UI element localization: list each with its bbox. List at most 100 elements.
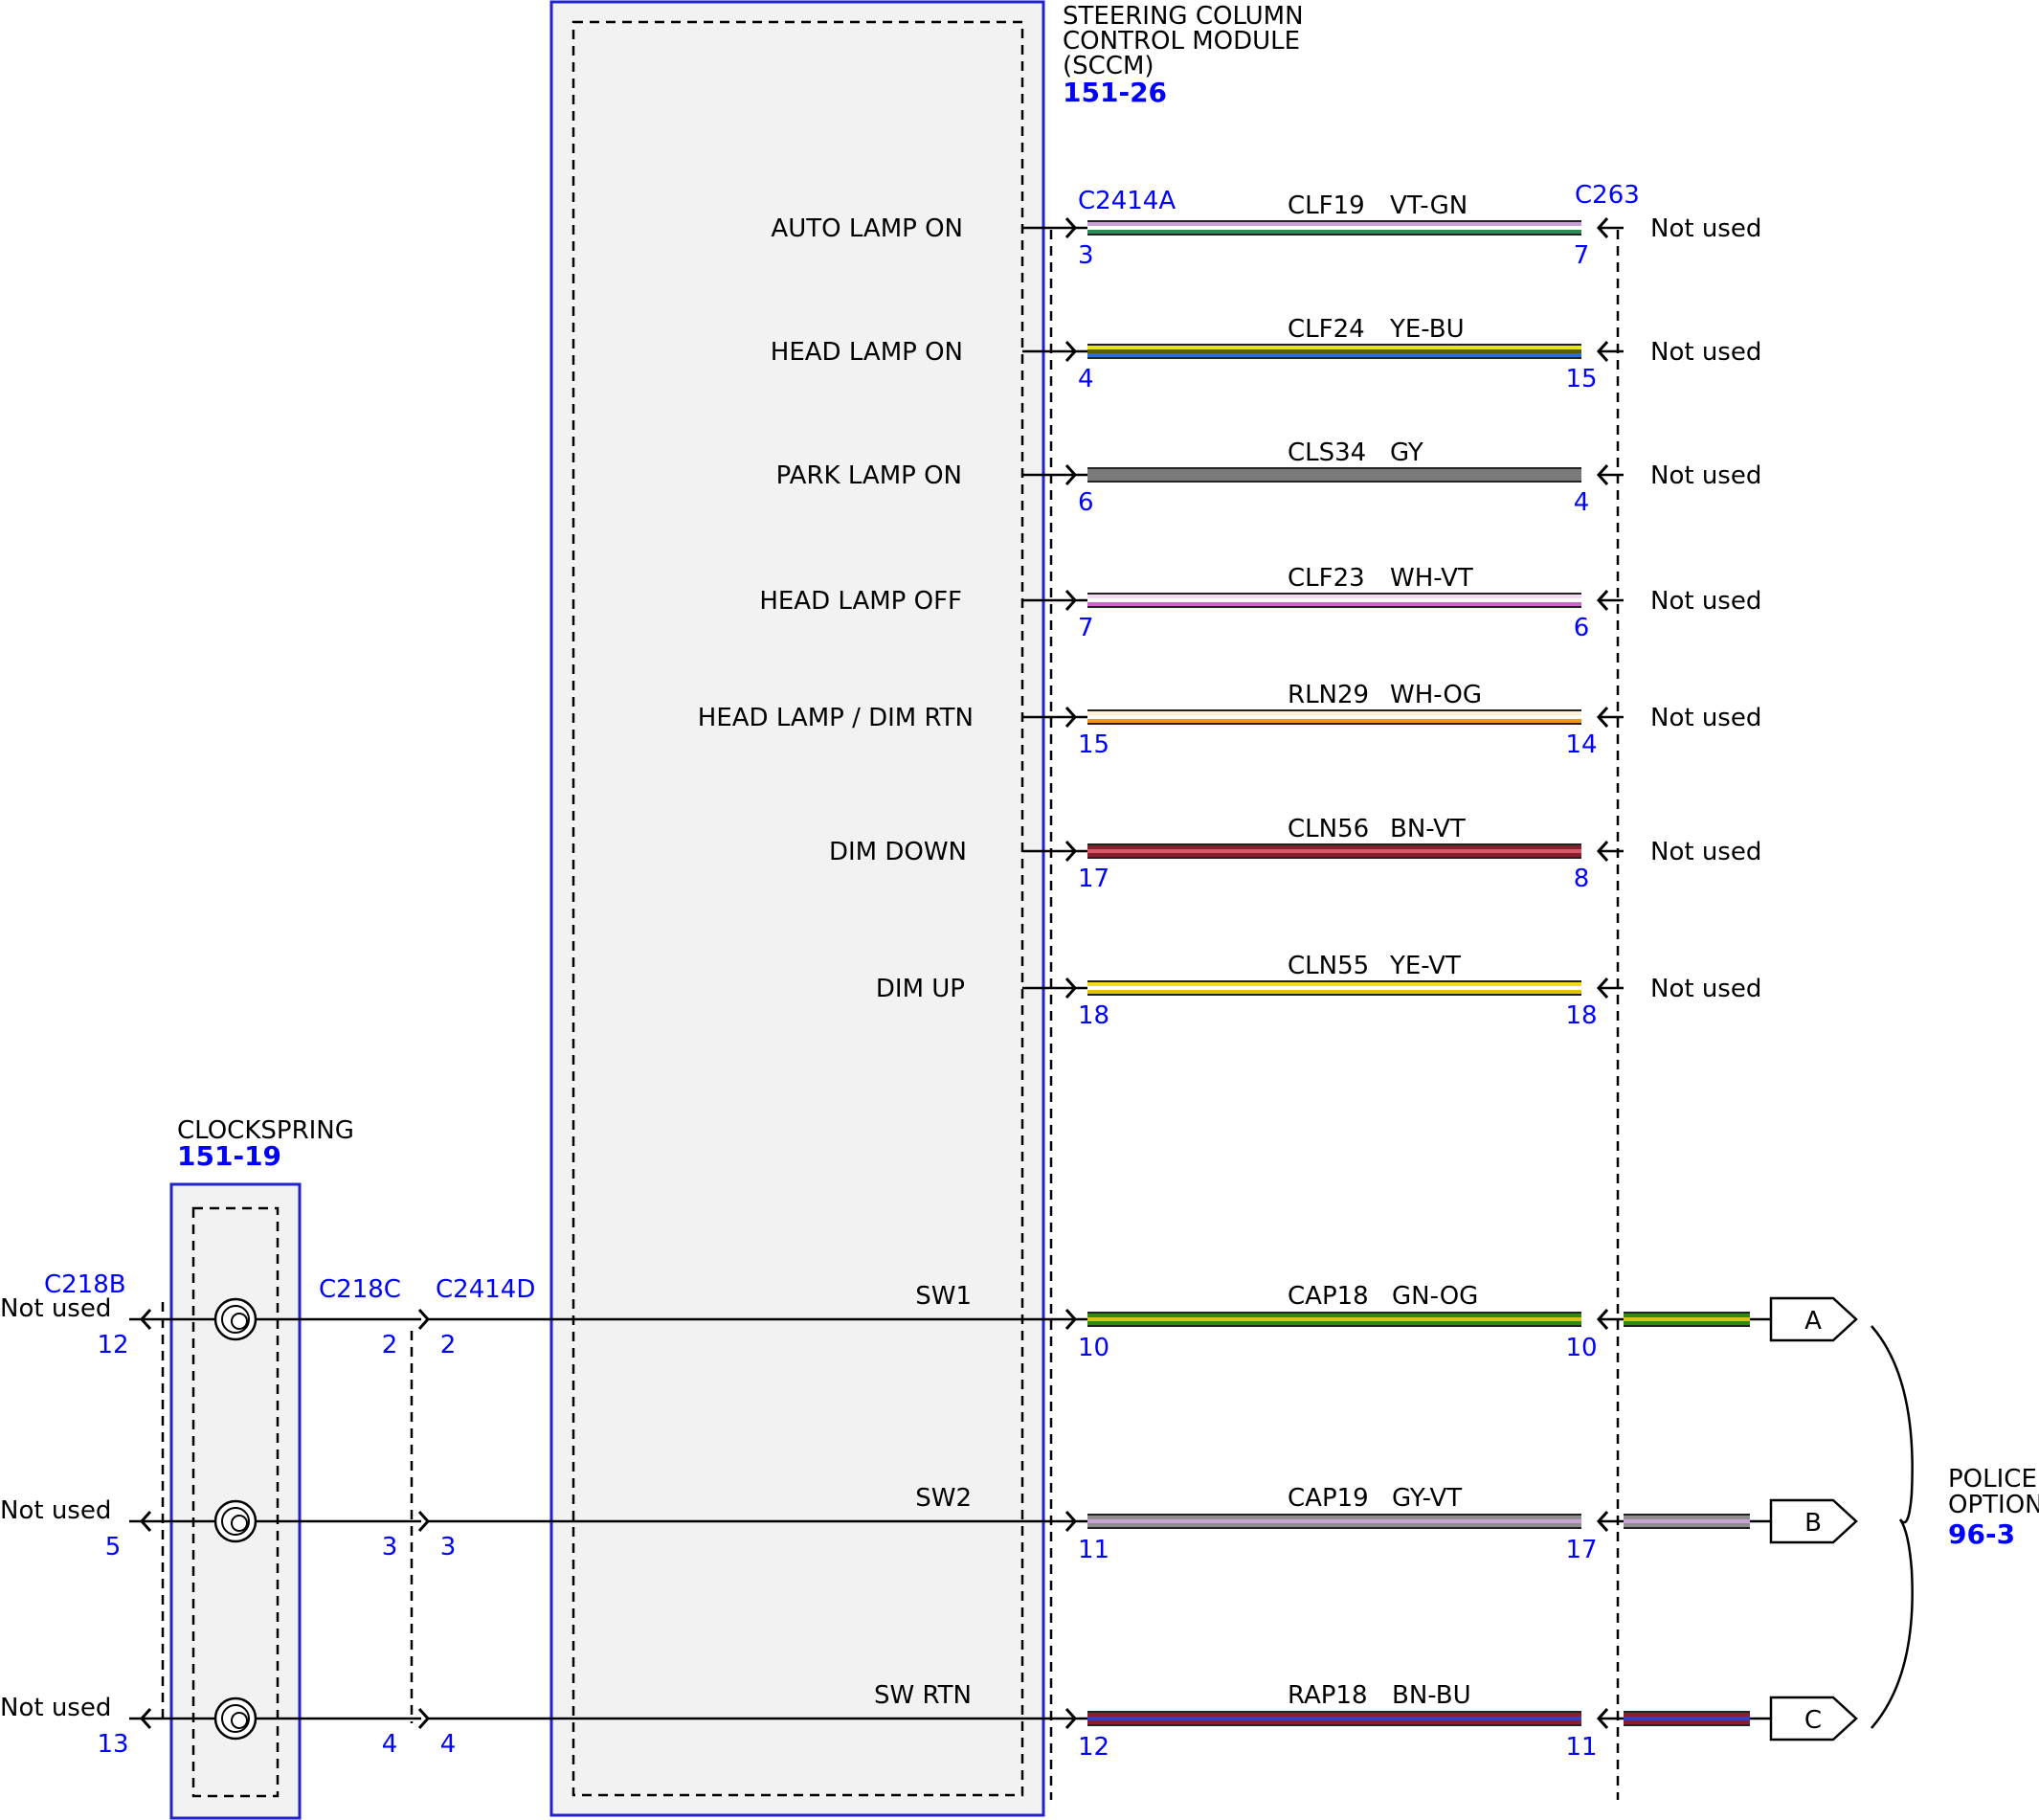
wire-continuation (1624, 1312, 1750, 1327)
not-used-label: Not used (1650, 587, 1761, 616)
pin-number-right: 6 (1574, 614, 1590, 642)
pin-number-left: 3 (1078, 241, 1094, 270)
connector-c218c-label: C218C (319, 1275, 401, 1304)
wire (1087, 1312, 1581, 1327)
color-code: VT-GN (1390, 191, 1468, 220)
pin-number-clockspring: 4 (382, 1730, 398, 1759)
clockspring-coil-icon (213, 1297, 258, 1341)
pin-number-far-left: 5 (105, 1533, 122, 1562)
connector-pin-icon (1064, 706, 1078, 729)
signal-label: SW2 (915, 1484, 972, 1513)
sccm-module (549, 0, 1045, 1817)
pin-number-left: 7 (1078, 614, 1094, 642)
connector-pin-icon (1064, 216, 1078, 239)
signal-label: SW1 (915, 1282, 972, 1311)
color-code: GY-VT (1392, 1484, 1462, 1513)
color-code: WH-OG (1390, 681, 1482, 709)
color-code: BN-BU (1392, 1681, 1471, 1710)
not-used-label: Not used (1650, 461, 1761, 490)
circuit-id: CAP18 (1288, 1282, 1369, 1311)
circuit-id: CLN55 (1288, 952, 1369, 980)
not-used-label: Not used (1650, 338, 1761, 367)
connector-pin-icon (1064, 1707, 1078, 1730)
police-option-line-2: OPTION (1948, 1491, 2039, 1519)
circuit-row: AUTO LAMP ON CLF19 VT-GN 3 7 Not used (771, 191, 1761, 270)
not-used-label: Not used (1650, 838, 1761, 866)
pin-number-right: 8 (1574, 865, 1590, 893)
sccm-title-line-3: (SCCM) (1063, 52, 1154, 80)
wire (1087, 220, 1581, 236)
pin-number-right: 15 (1565, 365, 1597, 393)
circuit-id: CLF19 (1288, 191, 1365, 220)
sccm-ref: 151-26 (1063, 77, 1167, 108)
pin-number-right: 17 (1565, 1536, 1597, 1564)
connector-pin-icon (1064, 977, 1078, 1000)
connector-pin-icon (1064, 840, 1078, 863)
wire (1087, 843, 1581, 859)
circuit-id: RAP18 (1288, 1681, 1368, 1710)
sccm-title: STEERING COLUMN CONTROL MODULE (SCCM) 15… (1063, 2, 1304, 108)
pin-number-left: 15 (1078, 730, 1109, 759)
color-code: BN-VT (1390, 815, 1466, 843)
wire (1087, 1711, 1581, 1726)
connector-pin-icon (139, 1308, 152, 1331)
sccm-title-line-1: STEERING COLUMN (1063, 2, 1304, 31)
pin-number-left: 6 (1078, 488, 1094, 517)
signal-label: DIM UP (876, 975, 965, 1003)
pin-number-clockspring: 2 (382, 1331, 398, 1359)
signal-label: HEAD LAMP ON (771, 338, 963, 367)
clockspring-coil-icon (213, 1499, 258, 1543)
connector-c263-label: C263 (1575, 181, 1640, 210)
color-code: WH-VT (1390, 564, 1473, 593)
not-used-label: Not used (0, 1294, 111, 1323)
off-page-connector (1769, 1296, 1858, 1342)
color-code: YE-VT (1389, 952, 1461, 980)
wire (1087, 1514, 1581, 1529)
circuit-id: CLS34 (1288, 438, 1366, 467)
signal-label: PARK LAMP ON (776, 461, 962, 490)
connector-pin-icon (139, 1707, 152, 1730)
police-option-ref: 96-3 (1948, 1518, 2015, 1550)
pin-number-left: 12 (1078, 1733, 1109, 1762)
clockspring-title: CLOCKSPRING (177, 1116, 354, 1145)
police-option-line-1: POLICE (1948, 1465, 2037, 1494)
pin-number-right: 7 (1574, 241, 1590, 270)
wire-continuation (1624, 1514, 1750, 1529)
wire (1087, 593, 1581, 608)
pin-number-sccm: 3 (440, 1533, 457, 1562)
signal-label: AUTO LAMP ON (771, 214, 963, 243)
connector-pin-icon (1064, 1308, 1078, 1331)
connector-c218b-label: C218B (44, 1270, 126, 1299)
signal-label: DIM DOWN (829, 838, 967, 866)
circuit-id: CLF24 (1288, 315, 1365, 344)
pin-number-right: 10 (1565, 1334, 1597, 1362)
wire (1087, 467, 1581, 483)
not-used-label: Not used (1650, 214, 1761, 243)
pin-number-sccm: 2 (440, 1331, 457, 1359)
signal-label: HEAD LAMP OFF (759, 587, 962, 616)
circuit-row: HEAD LAMP OFF CLF23 WH-VT 7 6 Not used (759, 564, 1761, 642)
off-page-label: C (1804, 1706, 1822, 1735)
connector-pin-icon (139, 1510, 152, 1533)
wire (1087, 980, 1581, 996)
connector-pin-icon (1064, 340, 1078, 363)
off-page-label: A (1804, 1307, 1822, 1336)
not-used-label: Not used (0, 1496, 111, 1525)
pin-number-sccm: 4 (440, 1730, 457, 1759)
connector-pin-icon (1064, 463, 1078, 486)
pin-number-left: 4 (1078, 365, 1094, 393)
clockspring-coil-icon (213, 1696, 258, 1741)
circuit-id: CLF23 (1288, 564, 1365, 593)
pin-number-right: 14 (1565, 730, 1597, 759)
circuit-id: CAP19 (1288, 1484, 1369, 1513)
pin-number-right: 4 (1574, 488, 1590, 517)
not-used-label: Not used (0, 1694, 111, 1722)
